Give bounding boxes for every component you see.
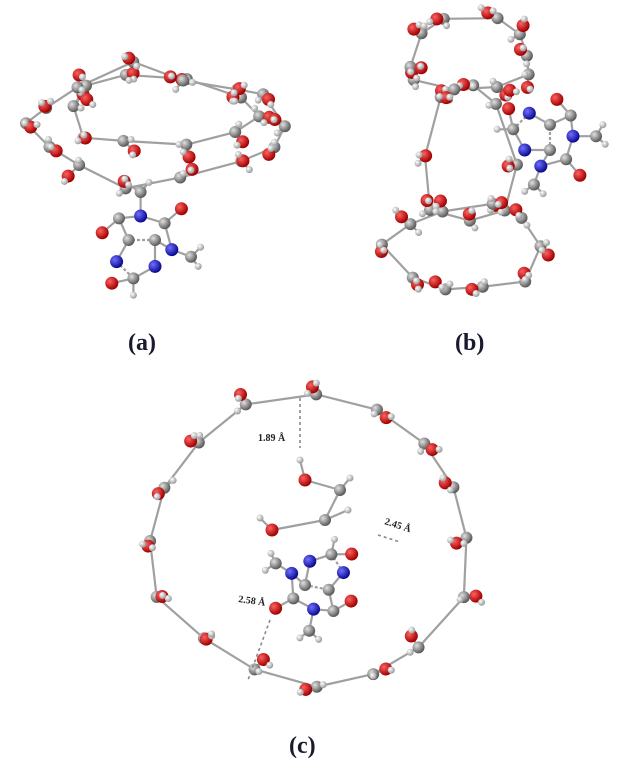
molecule-c-image	[139, 379, 486, 696]
panel-a	[0, 0, 320, 310]
panel-a-label: (a)	[128, 330, 156, 356]
molecule-b-image	[374, 4, 609, 298]
panel-c	[100, 370, 520, 700]
panel-b-label: (b)	[455, 330, 485, 356]
molecule-a-image	[19, 51, 291, 299]
panel-c-label: (c)	[289, 733, 316, 759]
panel-b	[370, 0, 625, 310]
